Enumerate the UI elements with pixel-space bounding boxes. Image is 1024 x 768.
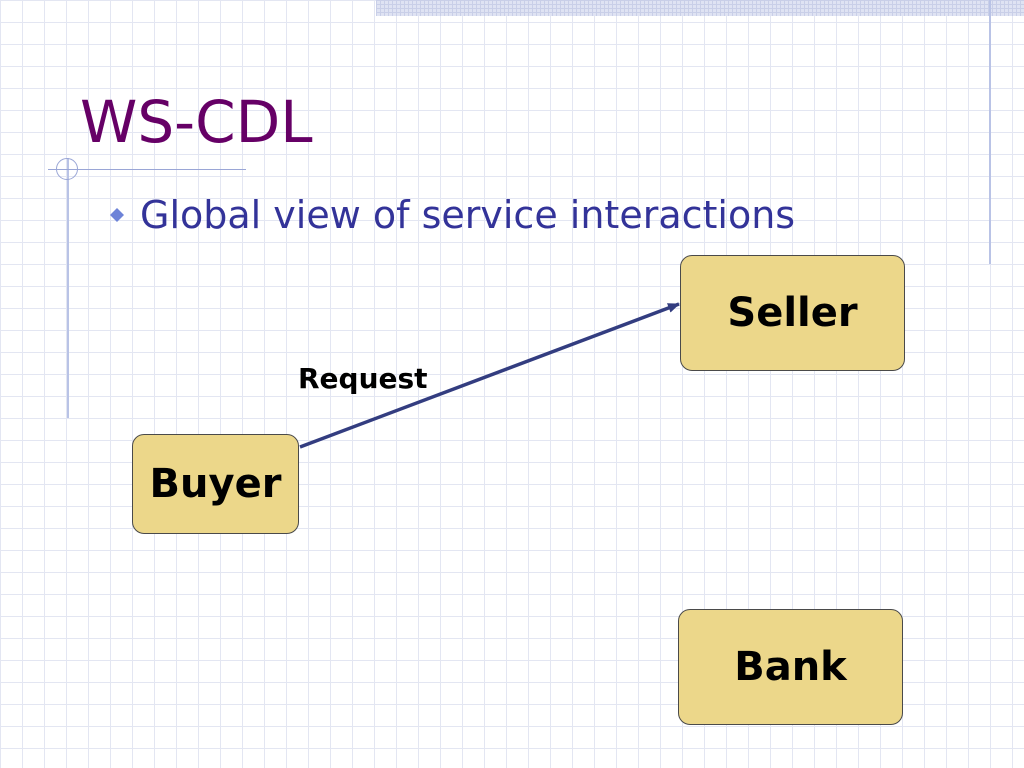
buyer-node: Buyer [132,434,299,534]
crosshair-icon [56,158,78,180]
left-decorative-rule [67,158,69,418]
title-underline-rule [48,169,246,170]
bullet-text: Global view of service interactions [140,193,796,237]
seller-node: Seller [680,255,905,371]
bank-node: Bank [678,609,903,725]
diamond-bullet-icon [110,208,124,222]
request-arrow [299,302,680,449]
header-decoration-band [376,0,1024,16]
slide-title: WS-CDL [80,88,313,156]
request-edge-label: Request [298,362,428,395]
bullet-item: Global view of service interactions [110,190,795,240]
right-decorative-rule [989,0,991,264]
